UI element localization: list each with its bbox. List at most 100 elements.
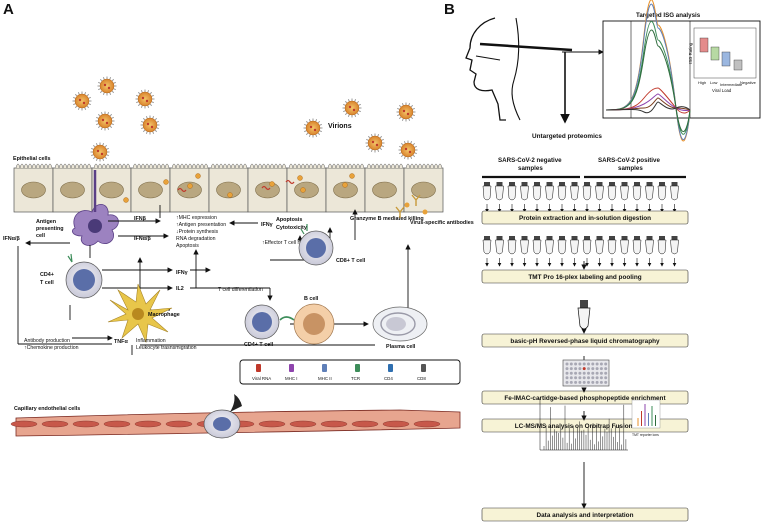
workflow-step-box xyxy=(481,210,689,225)
ms-spectrum: TMT reporter ions xyxy=(539,398,661,451)
endothelial-cell xyxy=(351,420,379,428)
msms-label: TMT reporter ions xyxy=(632,433,659,437)
sample-tube xyxy=(670,236,679,267)
chromatogram-trace xyxy=(605,3,691,141)
chromatogram-trace xyxy=(605,87,691,114)
sample-tube xyxy=(607,236,617,267)
fraction-plate xyxy=(562,359,610,387)
sample-tube xyxy=(507,182,517,213)
legend-label: Viral RNA xyxy=(252,376,271,381)
plate-well xyxy=(578,371,582,375)
inset-cat-4: Negative xyxy=(740,80,757,85)
plate-well xyxy=(569,376,573,380)
plate-well xyxy=(587,367,590,371)
cd8-label: CD8+ T cell xyxy=(336,258,366,264)
internal-virion xyxy=(227,192,233,198)
virion xyxy=(72,91,92,111)
legend-swatch xyxy=(355,364,360,372)
sample-tube xyxy=(495,182,504,213)
endothelial-cell xyxy=(103,420,131,428)
plate-well xyxy=(587,371,590,375)
plate-well xyxy=(569,380,573,384)
endothelial-cell xyxy=(10,420,38,428)
cd4-label-2: T cell xyxy=(40,280,54,286)
legend-label: TCR xyxy=(351,376,360,381)
internal-virion xyxy=(123,197,129,203)
macrophage-cell xyxy=(107,283,173,344)
sample-tube xyxy=(545,236,554,267)
ifng-mid-label: IFNγ xyxy=(176,270,188,276)
sample-tube xyxy=(620,236,629,267)
plate-well xyxy=(578,376,582,380)
plate-well xyxy=(604,371,608,375)
internal-virion xyxy=(342,182,348,188)
plate-well xyxy=(565,371,569,375)
b-cell xyxy=(279,303,335,345)
plate-well xyxy=(574,367,578,371)
endothelial-cell xyxy=(289,420,317,428)
effect-1: ↑MHC expression xyxy=(176,215,217,221)
transmigrating-leukocyte xyxy=(203,394,242,439)
t-diff-label: T cell differentiation xyxy=(218,287,263,293)
effect-3: ↓Protein synthesis xyxy=(176,229,219,235)
internal-virion xyxy=(163,179,169,185)
plate-well xyxy=(604,367,608,371)
endothelial-cell xyxy=(320,420,348,428)
plate-well xyxy=(604,376,608,380)
legend-swatch xyxy=(322,364,327,372)
sample-tube xyxy=(645,236,654,267)
internal-virion xyxy=(297,175,303,181)
legend-swatch xyxy=(388,364,393,372)
plate-well xyxy=(599,376,603,380)
sample-tube xyxy=(557,182,567,213)
internal-virion xyxy=(349,173,355,179)
virion xyxy=(303,118,323,138)
chromatogram-trace xyxy=(605,97,691,111)
sample-tube xyxy=(482,236,492,267)
plate-well xyxy=(574,376,578,380)
inset-ylabel: ISG Rating xyxy=(688,42,693,64)
plate-well xyxy=(582,371,586,375)
plate-well xyxy=(587,376,590,380)
sample-tube xyxy=(532,182,542,213)
endothelial-cell xyxy=(72,420,100,428)
sample-tube xyxy=(557,236,567,267)
endothelial-cell xyxy=(41,420,69,428)
boxplot-box xyxy=(699,37,709,53)
sample-tube xyxy=(632,182,642,213)
cd8-t-cell xyxy=(298,224,334,266)
plate-well xyxy=(591,362,595,366)
internal-virion xyxy=(187,183,193,189)
pos-samples-label-1: SARS-CoV-2 positive xyxy=(598,157,660,164)
plate-well xyxy=(604,362,608,366)
plate-well xyxy=(599,367,603,371)
plate-well xyxy=(569,362,573,366)
neg-samples-label-2: samples xyxy=(518,165,543,172)
sample-tube xyxy=(545,182,554,213)
plate-well xyxy=(599,380,603,384)
plate-well xyxy=(591,376,595,380)
plate-well xyxy=(582,380,586,384)
plate-well xyxy=(578,367,582,371)
sample-tube xyxy=(632,236,642,267)
virion xyxy=(95,111,115,131)
workflow-step-label: TMT Pro 16-plex labeling and pooling xyxy=(528,274,641,281)
ifng-right-label: IFNγ xyxy=(261,222,273,228)
cd4-t-b-label: CD4+ T cell xyxy=(244,342,274,348)
sample-tube xyxy=(482,182,492,213)
capillary-label: Capillary endothelial cells xyxy=(14,406,80,412)
plate-well xyxy=(569,371,573,375)
epithelial-cell xyxy=(403,163,444,213)
workflow-step-label: LC-MS/MS analysis on Orbitrap Fusion Lum… xyxy=(515,423,656,430)
sample-tube xyxy=(620,182,629,213)
granzyme-label: Granzyme B mediated killing xyxy=(350,216,424,222)
viral-rna xyxy=(261,185,271,191)
plate-well xyxy=(599,371,603,375)
virion xyxy=(90,142,110,162)
endothelial-cell xyxy=(413,420,441,428)
sample-tube xyxy=(507,236,517,267)
chemokine-label: ↑Chemokine production xyxy=(24,345,79,351)
chromatogram-trace xyxy=(605,93,691,111)
sample-tube xyxy=(595,236,604,267)
plate-well xyxy=(582,362,586,366)
